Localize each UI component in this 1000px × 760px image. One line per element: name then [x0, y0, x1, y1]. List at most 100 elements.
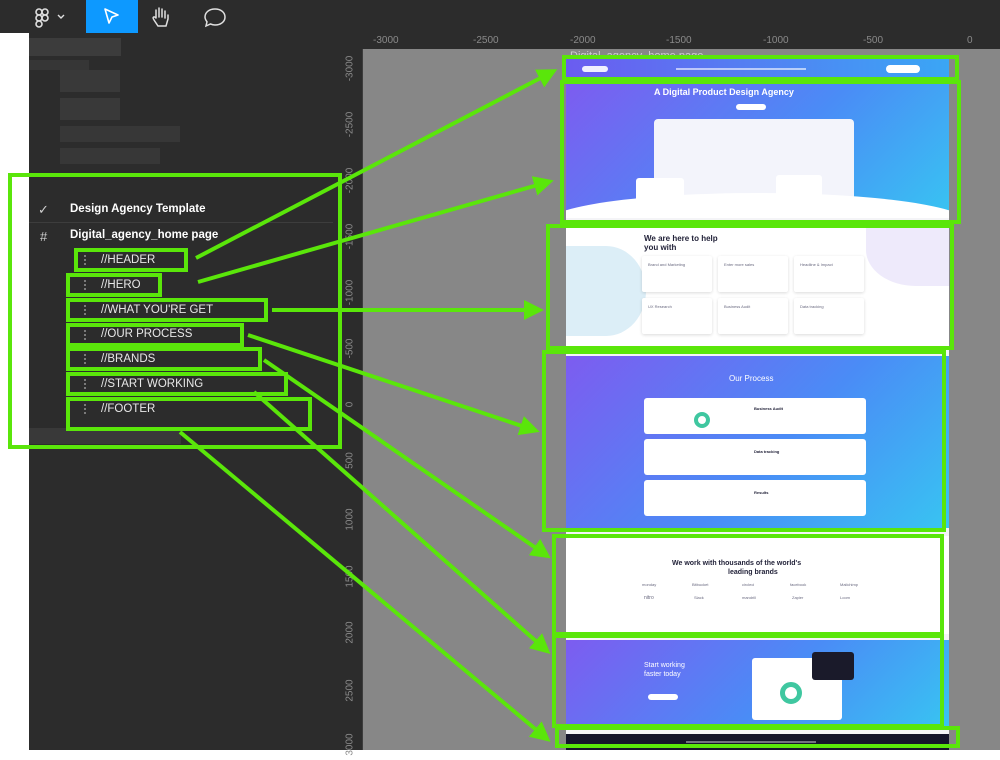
ruler-tick: 1500	[344, 565, 356, 588]
ruler-tick: -1000	[763, 35, 789, 46]
page-item-design-agency[interactable]: Design Agency Template	[70, 203, 206, 215]
ruler-tick: -2000	[344, 167, 356, 194]
what-you-get-section[interactable]: We are here to help you with Brand and M…	[566, 226, 949, 346]
brand-logo: facebook	[790, 582, 807, 587]
brands-title-line1: We work with thousands of the world's	[672, 560, 802, 567]
brand-logo: nitro	[644, 595, 654, 601]
header-section[interactable]	[566, 58, 949, 80]
annotation-box	[555, 726, 960, 748]
layer-item-hero[interactable]: //HERO	[101, 279, 141, 291]
help-card: UX Research	[642, 298, 712, 334]
process-card: Results	[644, 480, 866, 516]
ruler-tick: 0	[344, 401, 356, 408]
layer-item-brands[interactable]: //BRANDS	[101, 353, 156, 365]
ruler-tick: -2500	[344, 111, 356, 138]
process-title: Our Process	[729, 374, 774, 383]
nav-links	[676, 68, 806, 70]
layer-item-our-process[interactable]: //OUR PROCESS	[101, 328, 193, 340]
hero-section[interactable]: A Digital Product Design Agency	[566, 83, 949, 218]
brand-logo: monday	[642, 582, 657, 587]
redacted-row	[60, 98, 120, 120]
logo-mark	[582, 66, 608, 72]
process-card: Business Audit	[644, 398, 866, 434]
cursor-arrow-icon	[104, 8, 119, 24]
comment-bubble-icon	[204, 8, 226, 28]
annotation-box	[542, 350, 946, 532]
hero-title: A Digital Product Design Agency	[654, 87, 794, 97]
drag-handle-icon[interactable]	[84, 404, 90, 414]
figma-menu-button[interactable]	[32, 6, 72, 28]
our-process-section[interactable]: Our Process Business Audit Data tracking…	[566, 356, 949, 528]
annotation-box	[552, 632, 944, 728]
ruler-tick: 0	[967, 35, 973, 46]
frame-hash-icon: #	[40, 229, 48, 244]
brand-logo: Loom	[840, 595, 851, 600]
horizontal-ruler: -3000 -2500 -2000 -1500 -1000 -500 0	[333, 33, 1000, 50]
help-title-line2: you with	[644, 243, 677, 252]
annotation-box	[66, 372, 288, 396]
ruler-tick: -1000	[344, 279, 356, 306]
brand-logo: mandrill	[742, 595, 757, 600]
layer-item-footer[interactable]: //FOOTER	[101, 403, 156, 415]
drag-handle-icon[interactable]	[84, 280, 90, 290]
ruler-tick: -2500	[473, 35, 499, 46]
start-photo	[812, 652, 854, 680]
ruler-tick: -2000	[570, 35, 596, 46]
decor-shape	[566, 246, 646, 336]
layer-item-header[interactable]: //HEADER	[101, 254, 156, 266]
ruler-tick: 2000	[344, 621, 356, 644]
comment-tool-button[interactable]	[200, 5, 230, 29]
ruler-tick: -3000	[344, 55, 356, 82]
process-card: Data tracking	[644, 439, 866, 475]
ruler-tick: 3000	[344, 733, 356, 756]
ruler-tick: -500	[863, 35, 884, 46]
brand-logo: Bitbucket	[692, 582, 709, 587]
drag-handle-icon[interactable]	[84, 330, 90, 340]
annotation-box	[546, 224, 954, 350]
hand-tool-button[interactable]	[146, 4, 178, 30]
drag-handle-icon[interactable]	[84, 354, 90, 364]
annotation-box	[66, 298, 268, 322]
brand-logo: Zapier	[792, 595, 804, 600]
footer-links	[686, 741, 816, 743]
annotation-box	[66, 347, 262, 371]
layer-item-what-youre-get[interactable]: //WHAT YOU'RE GET	[101, 304, 214, 316]
brand-logo: Mailchimp	[840, 582, 859, 587]
layer-item-start-working[interactable]: //START WORKING	[101, 378, 204, 390]
redacted-row	[60, 126, 180, 142]
redacted-row	[60, 70, 120, 92]
annotation-box	[66, 397, 312, 431]
annotation-box	[74, 248, 188, 272]
help-card: Data tracking	[794, 298, 864, 334]
brand-logo: circleci	[742, 582, 755, 587]
panel-divider	[29, 222, 333, 223]
ruler-tick: 1000	[344, 508, 356, 531]
figma-logo-icon	[35, 8, 65, 28]
start-title-line1: Start working	[644, 662, 685, 669]
nav-cta-button	[886, 65, 920, 73]
annotation-box	[66, 273, 162, 297]
help-title-line1: We are here to help	[644, 234, 718, 243]
ruler-tick: -1500	[666, 35, 692, 46]
start-working-section[interactable]: Start working faster today	[566, 640, 949, 728]
redacted-row	[60, 148, 160, 164]
checkmark-icon: ✓	[38, 202, 49, 217]
brand-logo: Slack	[694, 595, 704, 600]
frame-layer-home-page[interactable]: Digital_agency_home page	[70, 229, 219, 241]
help-card: Business Audit	[718, 298, 788, 334]
drag-handle-icon[interactable]	[84, 305, 90, 315]
brands-section[interactable]: We work with thousands of the world's le…	[566, 536, 949, 634]
help-card: Headline & Impact	[794, 256, 864, 292]
drag-handle-icon[interactable]	[84, 379, 90, 389]
ruler-tick: -1500	[344, 223, 356, 250]
ruler-tick: 500	[344, 452, 356, 469]
redacted-row	[29, 428, 181, 444]
hand-icon	[152, 7, 169, 27]
move-tool-button[interactable]	[86, 0, 138, 33]
help-card: Enter more sales	[718, 256, 788, 292]
start-title-line2: faster today	[644, 671, 681, 678]
brands-title-line2: leading brands	[728, 569, 778, 576]
redacted-row	[29, 38, 121, 56]
ruler-tick: -3000	[373, 35, 399, 46]
drag-handle-icon[interactable]	[84, 255, 90, 265]
